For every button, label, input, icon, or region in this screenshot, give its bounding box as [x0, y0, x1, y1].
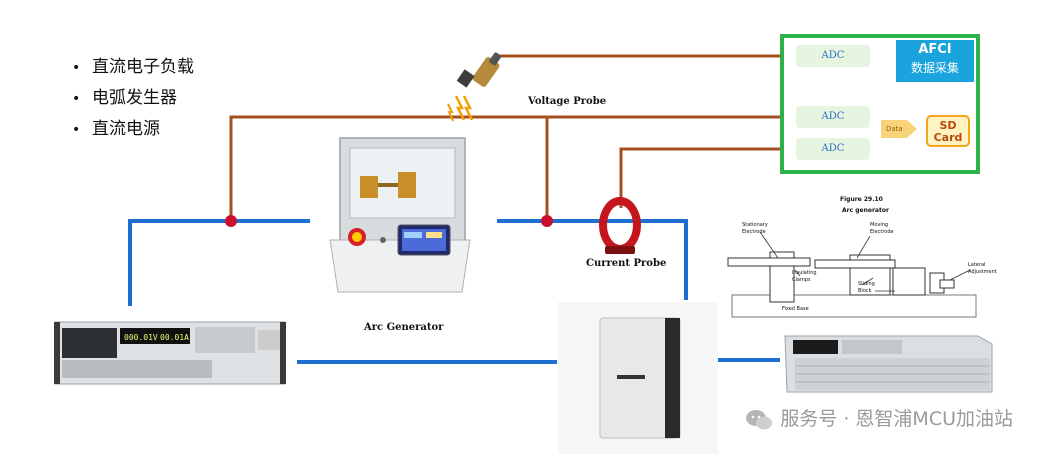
afci-title-line1: AFCI — [918, 42, 952, 57]
sd-card-line2: Card — [933, 131, 963, 144]
voltage-probe-sensor-icon — [447, 52, 502, 122]
wire-voltage-probe-a — [229, 115, 796, 220]
probe-wires — [229, 54, 796, 220]
bullet-dc-source: 直流电源 — [72, 114, 194, 145]
lateral-text: Lateral — [968, 262, 986, 268]
power-wires — [128, 219, 780, 364]
insulating-clamps-label: Insulating Clamps — [792, 270, 817, 284]
sliding-block-label: Sliding Block — [858, 281, 875, 295]
arc-generator-label: Arc Generator — [364, 322, 444, 333]
watermark-text: 服务号 · 恩智浦MCU加油站 — [780, 408, 1013, 430]
voltage-probe-label: Voltage Probe — [528, 96, 607, 107]
dc-electronic-load-device: 000.01V 00.01A — [54, 321, 286, 385]
block-text: Block — [858, 288, 872, 294]
stationary-text: Stationary — [742, 222, 768, 228]
junction-node-left — [225, 215, 237, 227]
dc-power-source-device — [784, 335, 993, 393]
wire-load-to-arcgen — [128, 219, 310, 306]
watermark: 服务号 · 恩智浦MCU加油站 — [744, 404, 1013, 432]
wire-current-probe — [619, 147, 796, 208]
sd-card-block: SD Card — [926, 115, 970, 147]
afci-title: AFCI 数据采集 — [896, 40, 974, 82]
fixed-base-label: Fixed Base — [782, 306, 809, 312]
sd-card-line1: SD — [939, 119, 957, 132]
moving-text: Moving — [870, 222, 889, 228]
adc-block-1: ADC — [796, 45, 870, 67]
current-probe-icon — [599, 197, 641, 254]
figure-caption-title: Arc generator — [842, 207, 889, 214]
arc-generator-schematic — [727, 231, 977, 318]
bullet-dc-load: 直流电子负载 — [72, 52, 194, 83]
adjustment-text: Adjustment — [968, 269, 997, 275]
stationary-electrode-label: Stationary Electrode — [742, 222, 768, 236]
wechat-icon — [746, 409, 773, 429]
inverter-device — [558, 302, 718, 454]
data-arrow: Data — [881, 120, 917, 138]
load-current-readout: 00.01A — [160, 333, 189, 342]
junction-node-right — [541, 215, 553, 227]
moving-electrode-label: Moving Electrode — [870, 222, 894, 236]
clamps-text: Clamps — [792, 277, 811, 283]
bullet-arc-generator: 电弧发生器 — [72, 83, 194, 114]
insulating-text: Insulating — [792, 270, 817, 276]
figure-caption-number: Figure 29.10 — [840, 196, 883, 203]
afci-title-line2: 数据采集 — [910, 61, 959, 75]
lateral-adjustment-label: Lateral Adjustment — [968, 262, 997, 276]
electrode2-text: Electrode — [870, 229, 894, 235]
load-voltage-readout: 000.01V — [124, 333, 158, 342]
adc-block-3: ADC — [796, 138, 870, 160]
adc-block-2: ADC — [796, 106, 870, 128]
current-probe-label: Current Probe — [586, 258, 667, 269]
arc-generator-device — [329, 137, 471, 293]
legend-list: 直流电子负载 电弧发生器 直流电源 — [72, 52, 194, 145]
electrode1-text: Electrode — [742, 229, 766, 235]
wire-arcgen-to-inverter — [497, 219, 688, 300]
sliding-text: Sliding — [858, 281, 875, 287]
